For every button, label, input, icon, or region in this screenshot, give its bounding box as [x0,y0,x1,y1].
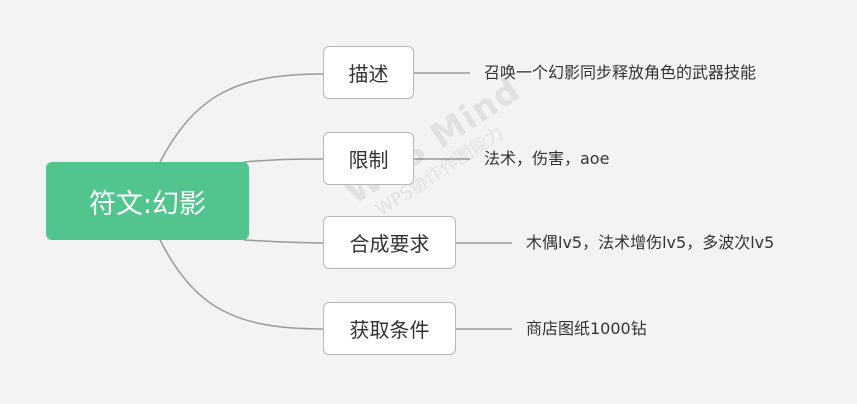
branch-node-craft[interactable]: 合成要求 [323,216,456,269]
leaf-text-craft[interactable]: 木偶lv5，法术增伤lv5，多波次lv5 [526,233,775,252]
root-connector-obtain [159,239,324,330]
leaf-text-describe[interactable]: 召唤一个幻影同步释放角色的武器技能 [484,63,757,82]
branch-node-obtain[interactable]: 获取条件 [323,302,456,355]
branch-label-obtain: 获取条件 [349,318,430,342]
root-connector-craft [243,239,324,244]
leaf-text-limit[interactable]: 法术，伤害，aoe [484,149,610,168]
leaf-text-obtain[interactable]: 商店图纸1000钻 [526,319,647,338]
root-connector-limit [243,158,324,163]
branch-label-craft: 合成要求 [349,232,430,256]
branch-label-limit: 限制 [348,148,389,172]
root-node[interactable]: 符文:幻影 [46,162,249,240]
root-label: 符文:幻影 [88,188,207,220]
branch-node-limit[interactable]: 限制 [323,132,414,185]
root-connector-describe [159,73,324,163]
branch-label-describe: 描述 [348,62,389,86]
branch-node-describe[interactable]: 描述 [323,46,414,99]
